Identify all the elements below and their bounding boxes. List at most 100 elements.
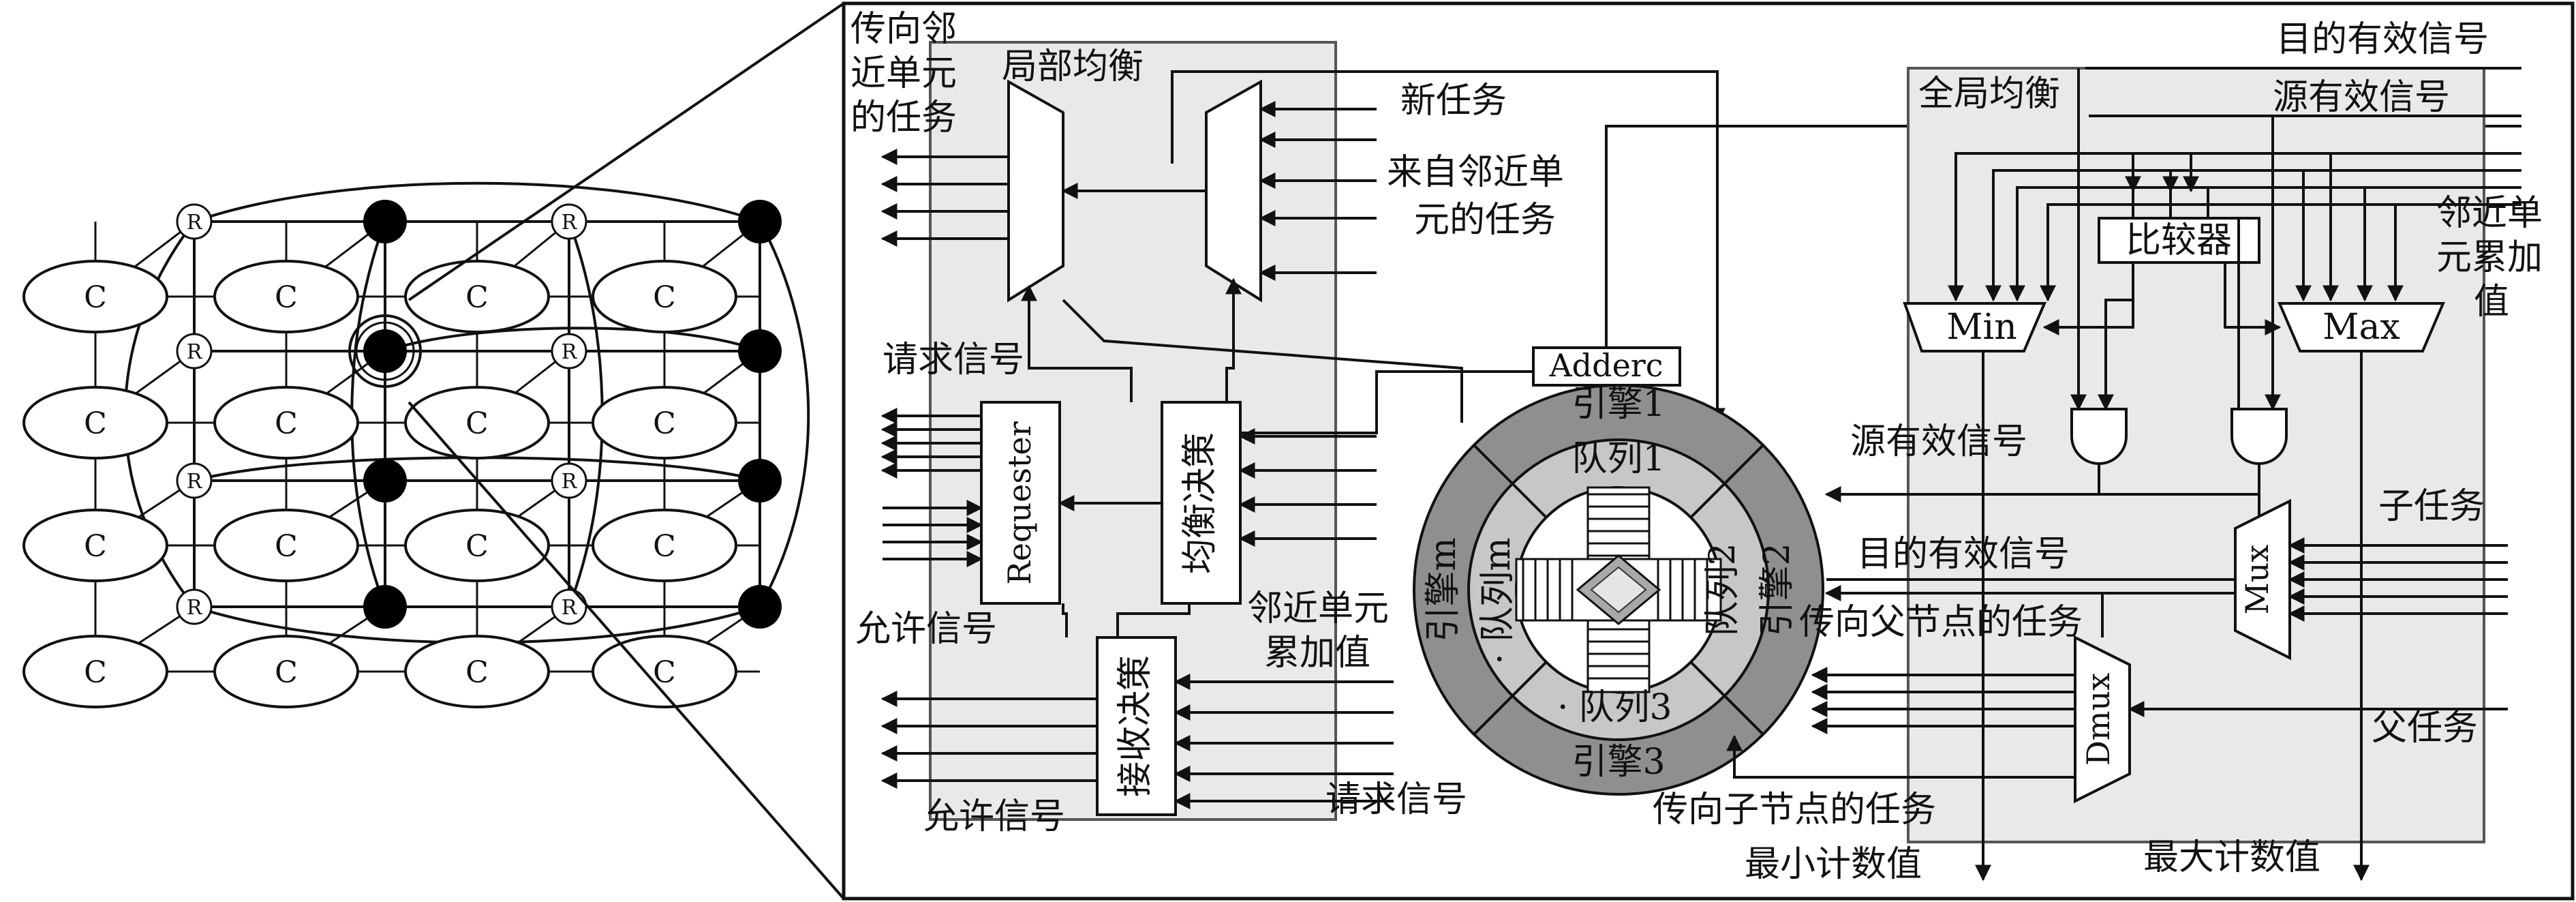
balance-decision-label: 均衡决策: [1180, 432, 1221, 574]
engine-ring: Adderc 引擎1 队列1 引擎3 队列3 · 引擎2 队列2 引擎m 队列m…: [1413, 125, 2521, 796]
queue-m-label: 队列m: [1477, 537, 1518, 642]
mux-label: Mux: [2239, 545, 2275, 615]
cluster-label: C: [275, 529, 298, 564]
router-label: R: [187, 470, 203, 494]
switch-node: [363, 329, 407, 373]
cluster-label: C: [465, 655, 489, 690]
to-child-label: 传向子节点的任务: [1653, 790, 1936, 830]
adderc-label: Adderc: [1548, 347, 1663, 384]
global-balance-title: 全局均衡: [1918, 74, 2060, 115]
min-label: Min: [1946, 307, 2017, 348]
to-neighbor-label-2: 近单元: [850, 53, 957, 94]
highlighted-node-ring: [348, 314, 422, 388]
neighbor-accum-r-3: 值: [2474, 282, 2509, 322]
queue1-label: 队列1: [1571, 438, 1665, 479]
dest-valid-label: 目的有效信号: [1857, 534, 2070, 575]
cluster-label: C: [465, 280, 489, 315]
router-node: [551, 203, 587, 240]
neighbor-accum-r-1: 邻近单: [2436, 193, 2543, 234]
cluster-node: [213, 635, 359, 708]
local-mux-left: [1007, 79, 1064, 303]
receive-decision-box: [1096, 636, 1177, 816]
router-label: R: [562, 470, 578, 494]
switch-node: [738, 585, 782, 629]
dmux-box: [2074, 635, 2131, 804]
receive-decision-label: 接收决策: [1115, 655, 1156, 797]
dest-valid-top-label: 目的有效信号: [2276, 19, 2489, 60]
and-gate-right: [2230, 408, 2288, 465]
allow-signal-label-2: 允许信号: [923, 796, 1065, 837]
switch-node: [363, 459, 407, 502]
child-task-label: 子任务: [2378, 486, 2485, 527]
switch-node: [363, 200, 407, 243]
local-balance-title: 局部均衡: [1002, 46, 1144, 87]
requester-label: Requester: [1001, 421, 1038, 584]
cluster-node: [22, 386, 168, 460]
cluster-label: C: [275, 406, 298, 441]
adderc-box: [1532, 346, 1681, 387]
router-label: R: [562, 596, 578, 620]
min-count-label: 最小计数值: [1745, 844, 1922, 885]
router-node: [176, 333, 213, 370]
local-balance-panel: 局部均衡 传向邻 近单元 的任务 新任务 来自邻近单 元的任务 请求信号 Req…: [850, 9, 1726, 837]
request-signal-label-2: 请求信号: [1325, 779, 1467, 820]
cluster-label: C: [84, 529, 107, 564]
router-node: [176, 203, 213, 240]
cluster-node: [404, 509, 550, 582]
cluster-label: C: [465, 406, 489, 441]
router-label: R: [187, 340, 203, 364]
queue3-label: 队列3: [1578, 687, 1672, 728]
cluster-node: [213, 386, 359, 460]
max-label: Max: [2322, 307, 2400, 348]
neighbor-accum-r-2: 元累加: [2436, 237, 2543, 278]
to-parent-label: 传向父节点的任务: [1799, 602, 2083, 643]
mux-box: [2234, 498, 2291, 661]
from-neighbor-label-2: 元的任务: [1414, 200, 1556, 241]
cluster-node: [22, 509, 168, 582]
switch-node: [363, 585, 407, 629]
cluster-node: [592, 509, 737, 582]
cluster-label: C: [465, 529, 489, 564]
cluster-label: C: [653, 529, 676, 564]
comparator-label: 比较器: [2126, 220, 2232, 261]
cluster-label: C: [84, 280, 107, 315]
engine2-label: 引擎2: [1757, 543, 1798, 636]
parent-task-label: 父任务: [2372, 708, 2478, 749]
switch-node: [738, 200, 782, 243]
engine1-label: 引擎1: [1571, 384, 1665, 425]
src-valid-label: 源有效信号: [1850, 421, 2027, 462]
cluster-label: C: [84, 655, 107, 690]
router-node: [551, 588, 587, 625]
router-label: R: [187, 596, 203, 620]
allow-signal-label-1: 允许信号: [855, 609, 997, 650]
router-node: [176, 462, 213, 499]
queue2-label: 队列2: [1702, 543, 1743, 636]
cluster-label: C: [84, 406, 107, 441]
router-label: R: [187, 211, 203, 235]
zoom-line-bottom: [408, 401, 845, 900]
max-mux: [2277, 302, 2446, 352]
neighbor-accum-label-1: 邻近单元: [1247, 588, 1389, 629]
cluster-node: [404, 635, 550, 708]
cluster-node: [22, 635, 168, 708]
local-mux-right: [1205, 79, 1262, 303]
switch-node: [738, 329, 782, 373]
from-neighbor-label-1: 来自邻近单: [1387, 152, 1564, 193]
and-gate-left: [2070, 408, 2128, 465]
cluster-label: C: [275, 280, 298, 315]
cluster-node: [22, 260, 168, 333]
router-label: R: [562, 211, 578, 235]
src-valid-top-label: 源有效信号: [2273, 77, 2450, 118]
to-neighbor-label-1: 传向邻: [850, 9, 957, 50]
new-task-label: 新任务: [1400, 80, 1507, 121]
cluster-node: [213, 260, 359, 333]
comparator-box: [2098, 217, 2260, 264]
router-node: [551, 462, 587, 499]
max-count-label: 最大计数值: [2143, 837, 2320, 878]
request-signal-label: 请求信号: [883, 340, 1024, 380]
dmux-label: Dmux: [2080, 673, 2117, 766]
cluster-label: C: [653, 406, 676, 441]
cluster-node: [592, 260, 737, 333]
